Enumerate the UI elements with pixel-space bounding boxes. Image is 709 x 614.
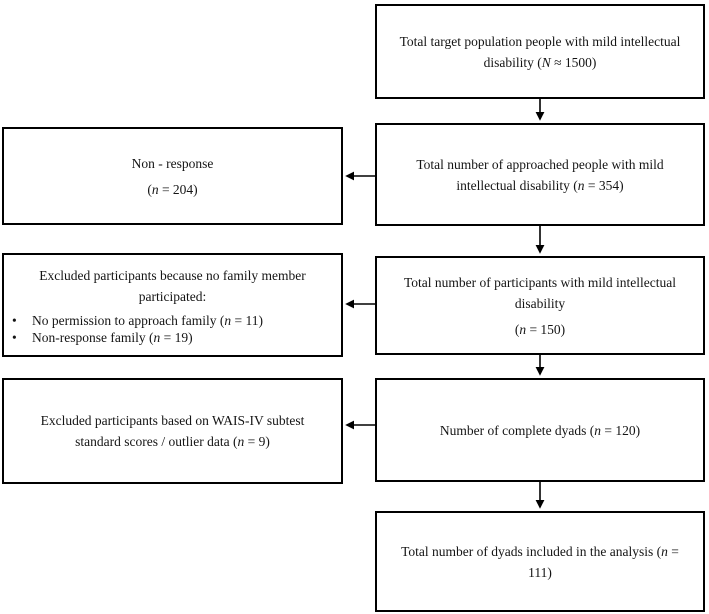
box-total-target-population: Total target population people with mild…	[375, 4, 705, 99]
text-line: Excluded participants because no family …	[16, 265, 329, 286]
line-text: Total number of participants with mild i…	[404, 274, 676, 290]
bullet-icon: •	[12, 329, 17, 345]
text-line: (n = 150)	[389, 319, 691, 340]
box-participants-mild-id: Total number of participants with mild i…	[375, 256, 705, 355]
line-text: intellectual disability (n = 354)	[456, 177, 624, 193]
line-text: 111)	[528, 564, 552, 580]
text-line: participated:	[16, 286, 329, 307]
line-text: (n = 150)	[514, 321, 566, 337]
box-excluded-no-family: Excluded participants because no family …	[2, 253, 343, 357]
text-line: (n = 204)	[16, 179, 329, 200]
bullet-list-item: • Non-response family (n = 19)	[12, 329, 329, 346]
line-text: (n = 204)	[147, 181, 198, 197]
line-text: Total number of dyads included in the an…	[401, 543, 679, 559]
box-complete-dyads: Number of complete dyads (n = 120)	[375, 378, 705, 482]
box-excluded-wais: Excluded participants based on WAIS-IV s…	[2, 378, 343, 484]
line-text: participated:	[138, 288, 207, 304]
line-text: Excluded participants based on WAIS-IV s…	[40, 413, 305, 428]
line-text: disability	[514, 295, 566, 311]
line-text: standard scores / outlier data (n = 9)	[75, 434, 270, 449]
line-text: Number of complete dyads (n = 120)	[439, 422, 641, 438]
text-line: disability	[389, 293, 691, 314]
text-line: Excluded participants based on WAIS-IV s…	[16, 410, 329, 431]
box-approached-people: Total number of approached people with m…	[375, 123, 705, 226]
text-line: Total number of participants with mild i…	[389, 272, 691, 293]
text-line: Number of complete dyads (n = 120)	[389, 420, 691, 441]
text-line: standard scores / outlier data (n = 9)	[16, 431, 329, 452]
line-text: disability (N ≈ 1500)	[483, 54, 597, 70]
line-text: Non-response family (n = 19)	[32, 329, 193, 345]
text-line: disability (N ≈ 1500)	[389, 52, 691, 73]
line-text: Total number of approached people with m…	[416, 156, 664, 172]
bullet-list-item: • No permission to approach family (n = 1…	[12, 312, 329, 329]
box-non-response: Non - response (n = 204)	[2, 127, 343, 225]
text-line: Non - response	[16, 153, 329, 174]
line-text: Excluded participants because no family …	[39, 267, 306, 283]
line-text: Non - response	[131, 155, 214, 171]
text-line: Total number of dyads included in the an…	[389, 541, 691, 562]
bullet-icon: •	[12, 312, 17, 328]
text-line: Total target population people with mild…	[389, 31, 691, 52]
line-text: Total target population people with mild…	[399, 33, 681, 49]
text-line: intellectual disability (n = 354)	[389, 175, 691, 196]
line-text: No permission to approach family (n = 11…	[32, 312, 263, 328]
text-line: 111)	[389, 562, 691, 583]
text-line: Total number of approached people with m…	[389, 154, 691, 175]
box-dyads-in-analysis: Total number of dyads included in the an…	[375, 511, 705, 612]
